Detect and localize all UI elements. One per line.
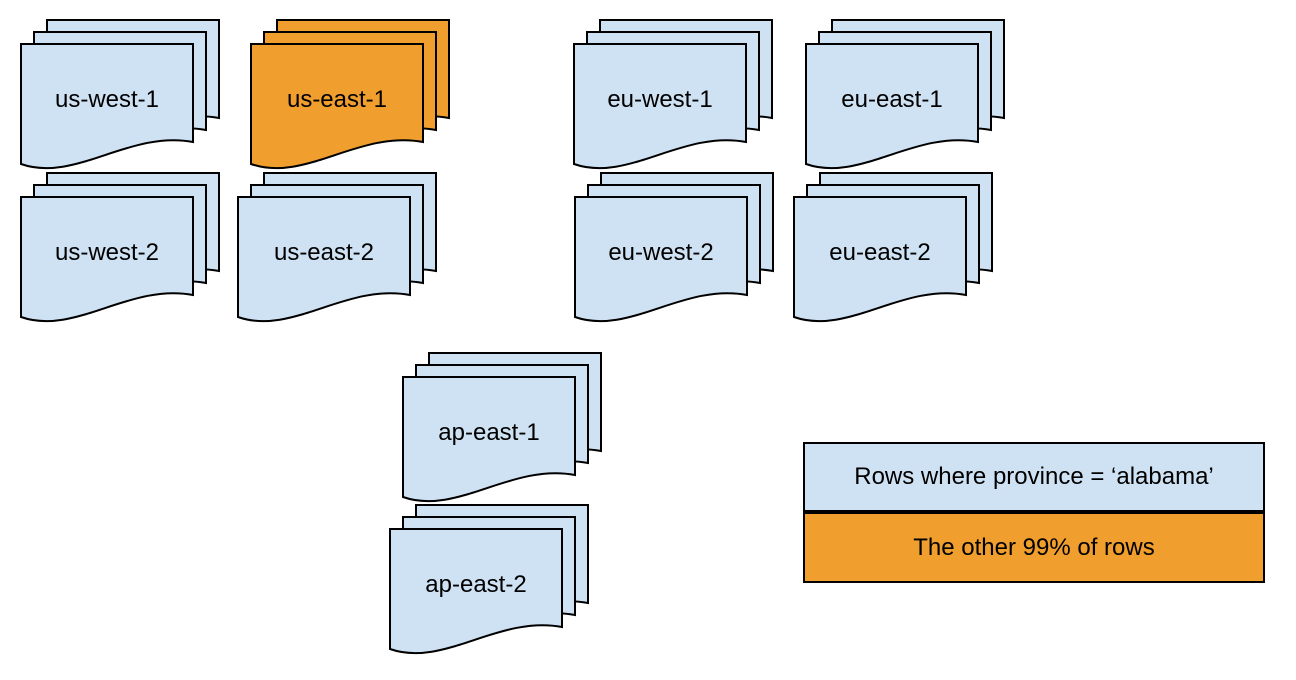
legend-item-alabama-rows: Rows where province = ‘alabama’ xyxy=(805,444,1263,514)
document-front-sheet-icon xyxy=(389,528,563,655)
document-front-sheet-icon xyxy=(20,43,194,170)
legend-item-alabama-label: Rows where province = ‘alabama’ xyxy=(854,463,1214,490)
region-stack-us-west-1: us-west-1 xyxy=(20,19,220,185)
document-front-sheet-icon xyxy=(805,43,979,170)
document-front-sheet-icon xyxy=(250,43,424,170)
region-stack-eu-east-2: eu-east-2 xyxy=(793,172,993,338)
legend-item-other-rows: The other 99% of rows xyxy=(805,514,1263,581)
region-stack-eu-west-1: eu-west-1 xyxy=(573,19,773,185)
region-stack-us-west-2: us-west-2 xyxy=(20,172,220,338)
region-stack-ap-east-2: ap-east-2 xyxy=(389,504,589,670)
document-front-sheet-icon xyxy=(574,196,748,323)
legend-item-other-label: The other 99% of rows xyxy=(913,533,1155,561)
document-front-sheet-icon xyxy=(402,376,576,503)
document-front-sheet-icon xyxy=(573,43,747,170)
region-stack-eu-west-2: eu-west-2 xyxy=(574,172,774,338)
document-front-sheet-icon xyxy=(237,196,411,323)
region-stack-us-east-1: us-east-1 xyxy=(250,19,450,185)
legend-box: Rows where province = ‘alabama’ The othe… xyxy=(803,442,1265,583)
region-stack-ap-east-1: ap-east-1 xyxy=(402,352,602,518)
document-front-sheet-icon xyxy=(20,196,194,323)
document-front-sheet-icon xyxy=(793,196,967,323)
region-stack-eu-east-1: eu-east-1 xyxy=(805,19,1005,185)
region-stack-us-east-2: us-east-2 xyxy=(237,172,437,338)
